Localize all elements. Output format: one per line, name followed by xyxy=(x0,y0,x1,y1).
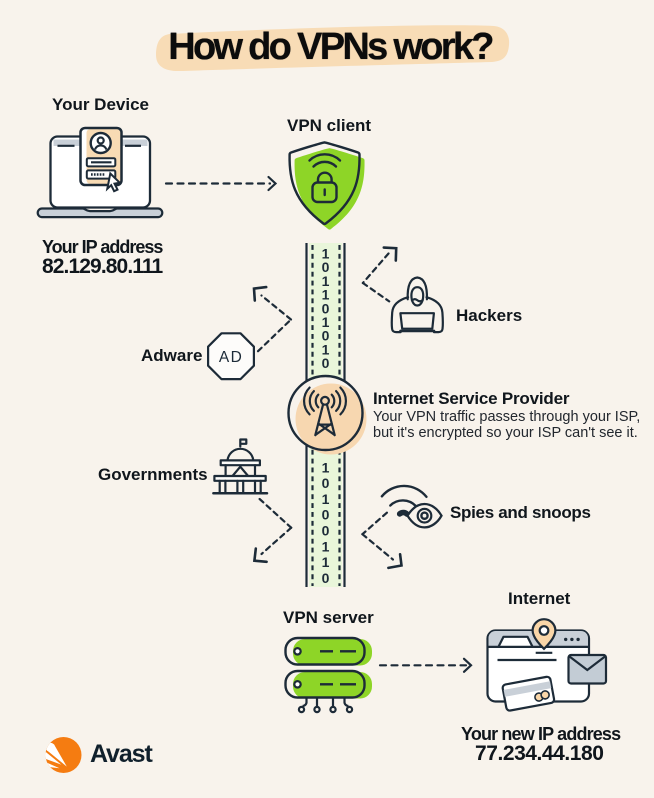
svg-text:0: 0 xyxy=(322,507,330,523)
svg-text:1: 1 xyxy=(322,538,330,554)
svg-text:1: 1 xyxy=(322,554,330,570)
svg-text:1: 1 xyxy=(322,314,330,330)
svg-text:0: 0 xyxy=(322,300,330,316)
svg-text:0: 0 xyxy=(322,328,330,344)
svg-text:1: 1 xyxy=(322,341,330,357)
svg-text:0: 0 xyxy=(322,523,330,539)
svg-text:1: 1 xyxy=(322,459,330,475)
svg-text:1: 1 xyxy=(322,246,330,262)
svg-text:0: 0 xyxy=(322,570,330,586)
svg-text:1: 1 xyxy=(322,287,330,303)
svg-text:1: 1 xyxy=(322,273,330,289)
svg-text:AD: AD xyxy=(219,349,243,366)
svg-text:1: 1 xyxy=(322,491,330,507)
svg-text:0: 0 xyxy=(322,259,330,275)
svg-text:0: 0 xyxy=(322,355,330,371)
svg-text:0: 0 xyxy=(322,475,330,491)
